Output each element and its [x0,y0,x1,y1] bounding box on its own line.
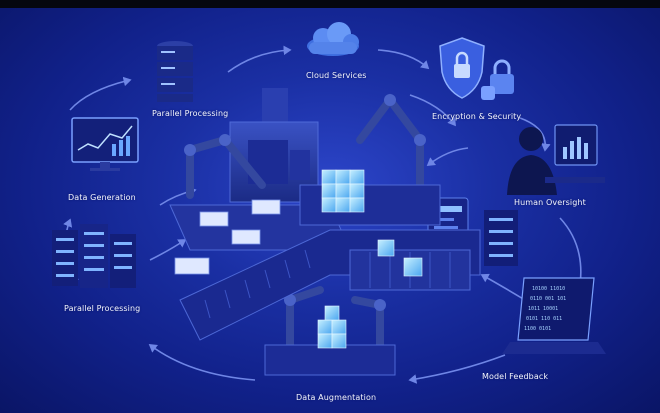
arrow-feedback-to-belt [480,273,526,301]
server-stack-icon [157,41,193,102]
label-model-feedback: Model Feedback [482,372,549,381]
arrow-small-right [409,94,456,127]
robot-arm-left [186,135,266,199]
arrow-rack-to-belt [149,239,187,261]
arrow-to-parallel-top [69,76,132,111]
arm-joint [384,94,396,106]
arrow-oversight-to-machine [426,147,469,166]
svg-text:0101 110 011: 0101 110 011 [526,316,562,322]
small-lock-badge [481,86,495,100]
arrow-to-cloud [227,45,292,73]
monitor-chart-icon [71,117,139,171]
arrow-to-parallel-bottom [148,344,256,381]
padlock-icon [490,59,514,94]
label-data-augmentation: Data Augmentation [296,393,377,402]
server-unit-icon [484,210,518,266]
arm-joint [219,134,231,146]
svg-text:10100 11010: 10100 11010 [532,286,565,292]
document-stack-icon [174,199,281,275]
data-cube-icon [317,169,423,349]
server-rack-icon [52,224,136,288]
label-cloud-services: Cloud Services [306,71,367,80]
shield-lock-icon [439,37,485,99]
laptop-code-icon: 10100 11010 0110 001 101 1011 10001 0101… [502,277,606,354]
label-data-generation: Data Generation [68,193,136,202]
svg-text:0110 001 101: 0110 001 101 [530,296,566,302]
arm-joint [374,299,386,311]
top-border [0,0,660,8]
arrow-to-augmentation [408,354,506,384]
label-human-oversight: Human Oversight [514,198,586,207]
arrow-to-oversight [519,117,551,152]
robot-arm-right [356,93,424,189]
label-parallel-processing-bottom: Parallel Processing [64,304,141,313]
svg-text:1100 0101: 1100 0101 [524,326,551,332]
arm-joint [184,144,196,156]
arrow-to-feedback [559,217,586,287]
arrow-to-encryption [377,49,430,70]
label-parallel-processing-top: Parallel Processing [152,109,229,118]
person-desktop-icon [507,124,605,195]
svg-text:1011 10001: 1011 10001 [528,306,558,312]
cloud-icon [307,22,359,56]
arm-joint [414,134,426,146]
label-encryption-security: Encryption & Security [432,112,522,121]
flow-arrows [63,45,586,384]
